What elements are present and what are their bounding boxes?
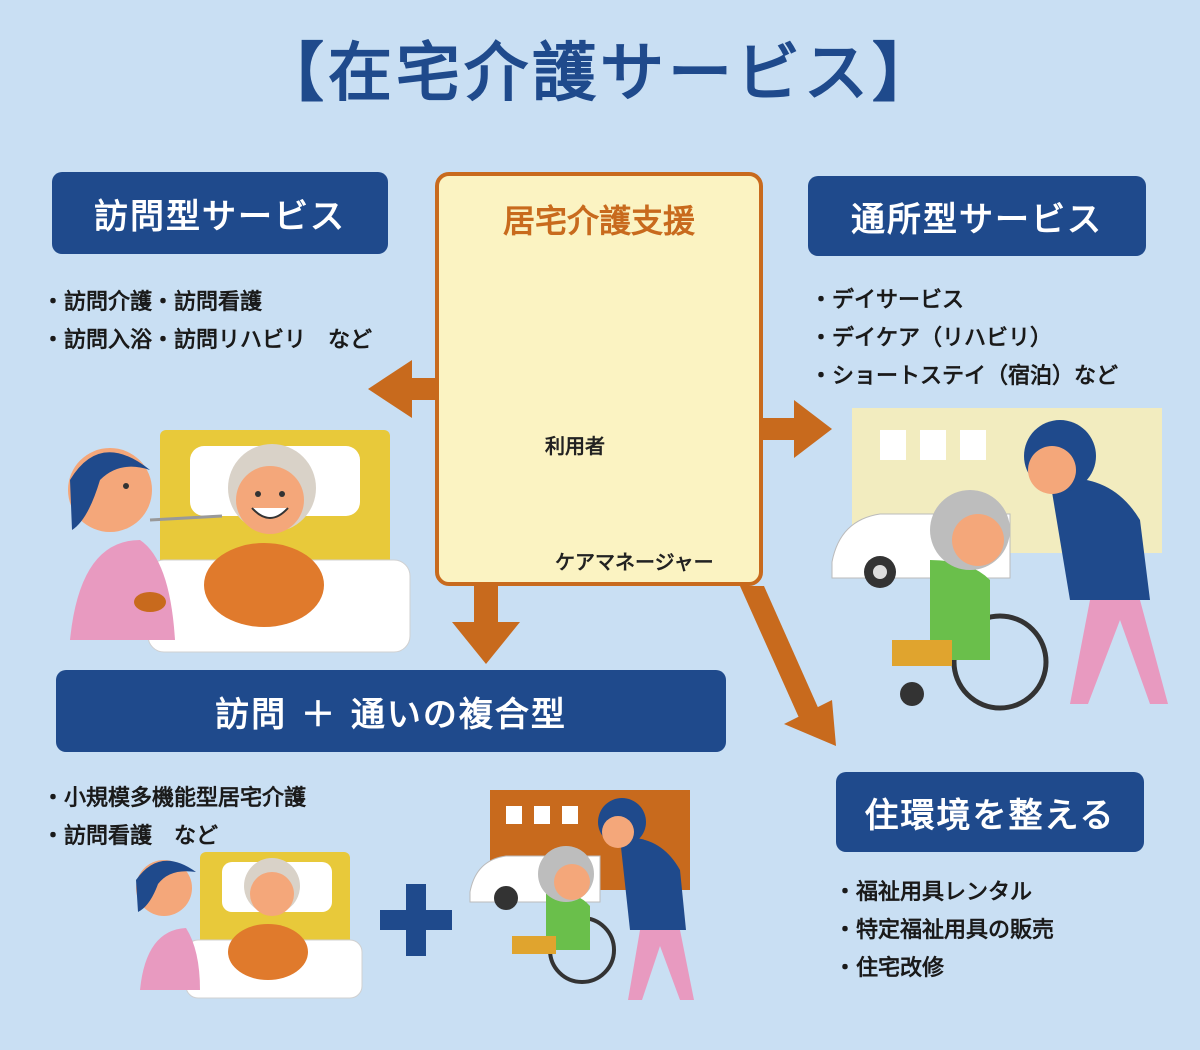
- list-item: ・小規模多機能型居宅介護: [42, 786, 307, 811]
- page-title: 【在宅介護サービス】: [260, 37, 940, 111]
- combined-service-heading: 訪問 ＋ 通いの複合型: [56, 670, 726, 752]
- arrow-diagonal: [740, 586, 836, 746]
- daycare-service-list: ・デイサービス ・デイケア（リハビリ） ・ショートステイ（宿泊）など: [810, 282, 1118, 396]
- arrow-right: [763, 400, 832, 458]
- user-label: 利用者: [545, 434, 605, 458]
- visit-service-heading: 訪問型サービス: [52, 172, 388, 254]
- environment-heading: 住環境を整える: [836, 772, 1144, 852]
- visit-care-illustration: [68, 430, 411, 653]
- care-support-title: 居宅介護支援: [502, 202, 695, 240]
- environment-list: ・福祉用具レンタル ・特定福祉用具の販売 ・住宅改修: [834, 874, 1054, 988]
- list-item: ・住宅改修: [834, 956, 945, 981]
- combined-daycare-illustration: [469, 790, 694, 1000]
- combined-service-list: ・小規模多機能型居宅介護 ・訪問看護 など: [42, 780, 306, 856]
- care-support-box: 居宅介護支援 利用者 ケアマネージャー: [435, 172, 763, 586]
- list-item: ・ショートステイ（宿泊）など: [810, 364, 1119, 389]
- arrow-down: [452, 586, 520, 664]
- care-manager-label: ケアマネージャー: [555, 550, 714, 574]
- combined-visit-illustration: [136, 852, 363, 999]
- list-item: ・訪問入浴・訪問リハビリ など: [42, 328, 373, 353]
- list-item: ・デイケア（リハビリ）: [810, 326, 1053, 351]
- daycare-illustration: [831, 408, 1168, 711]
- arrow-left: [368, 360, 438, 418]
- list-item: ・福祉用具レンタル: [834, 880, 1033, 905]
- list-item: ・デイサービス: [810, 288, 965, 313]
- plus-sign: [380, 884, 452, 956]
- list-item: ・訪問介護・訪問看護: [42, 290, 263, 315]
- list-item: ・特定福祉用具の販売: [834, 918, 1055, 943]
- daycare-service-heading: 通所型サービス: [808, 176, 1146, 256]
- list-item: ・訪問看護 など: [42, 824, 219, 849]
- visit-service-list: ・訪問介護・訪問看護 ・訪問入浴・訪問リハビリ など: [42, 284, 372, 360]
